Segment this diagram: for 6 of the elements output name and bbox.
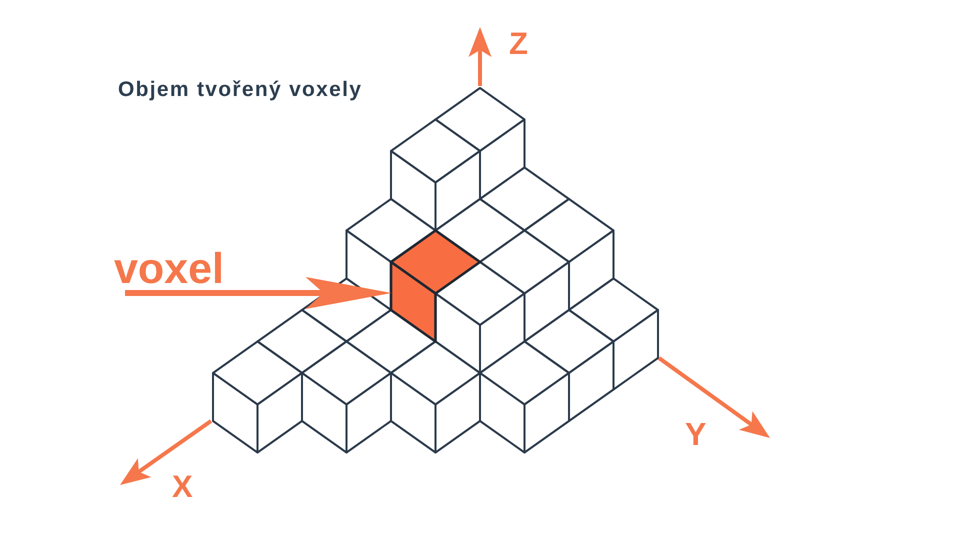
axis-label: X xyxy=(172,471,193,502)
diagram-title: Objem tvořený voxely xyxy=(118,79,362,100)
voxel-label: voxel xyxy=(114,248,224,291)
axis-label: Z xyxy=(509,28,528,59)
highlighted-cube xyxy=(390,229,482,343)
axis-label: Y xyxy=(685,418,706,450)
